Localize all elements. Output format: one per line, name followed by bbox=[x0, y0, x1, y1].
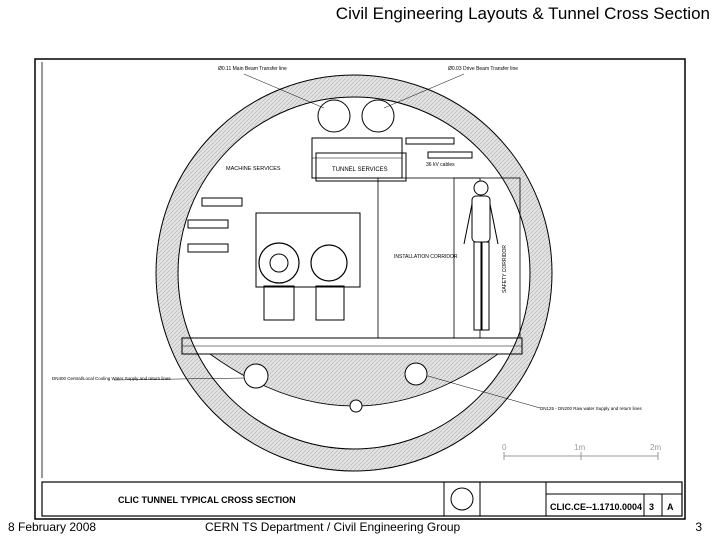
scale-label-2: 2m bbox=[650, 443, 661, 452]
drive-beam-leader bbox=[383, 73, 465, 109]
footer-organisation: CERN TS Department / Civil Engineering G… bbox=[205, 520, 461, 534]
module-frame bbox=[255, 212, 361, 288]
safety-corridor-label: SAFETY CORRIDOR bbox=[502, 245, 508, 293]
main-beam-label: Ø0.11 Main Beam Transfer line bbox=[218, 66, 287, 72]
raw-water-leader bbox=[427, 375, 541, 409]
title-block bbox=[41, 481, 683, 517]
tunnel-cross-section-drawing: TUNNEL SERVICES MACHINE SERVICES INSTALL… bbox=[34, 58, 686, 520]
cable-tray-1 bbox=[405, 137, 455, 145]
safety-corridor-box bbox=[453, 177, 521, 339]
cooling-pipe-left bbox=[243, 363, 269, 389]
drive-beam-pipe bbox=[361, 99, 395, 133]
drawing-index: 3 bbox=[649, 502, 654, 512]
drive-beam-label: Ø0.03 Drive Beam Transfer line bbox=[448, 66, 518, 72]
cable-tray-2 bbox=[427, 151, 473, 159]
cable-label: 36 kV cables bbox=[426, 162, 455, 168]
installation-corridor-label: INSTALLATION CORRIDOR bbox=[394, 254, 458, 260]
person-figure bbox=[463, 180, 499, 331]
raw-water-label: DN125 - DN200 Raw water Supply and retur… bbox=[540, 406, 643, 411]
slide-title: Civil Engineering Layouts & Tunnel Cross… bbox=[335, 4, 710, 23]
cooling-water-label: DN400 Central/Local Cooling Water Supply… bbox=[52, 376, 171, 381]
machine-rack-3 bbox=[187, 243, 229, 253]
tunnel-services-label: TUNNEL SERVICES bbox=[332, 167, 388, 173]
module-support-right bbox=[315, 285, 345, 321]
accelerator-module-inner bbox=[269, 253, 289, 273]
accelerator-module-right bbox=[310, 244, 348, 282]
drawing-number: CLIC.CE--1.1710.0004 bbox=[550, 502, 642, 512]
drain-pipe bbox=[349, 399, 363, 413]
machine-services-label: MACHINE SERVICES bbox=[226, 166, 281, 172]
machine-rack-1 bbox=[201, 197, 243, 207]
footer-date: 8 February 2008 bbox=[8, 520, 97, 534]
tunnel-services-box bbox=[315, 152, 407, 182]
main-beam-pipe bbox=[317, 99, 351, 133]
drawing-rev: A bbox=[667, 502, 674, 512]
page-number: 3 bbox=[695, 520, 702, 534]
module-support-left bbox=[263, 285, 295, 321]
title-block-title: CLIC TUNNEL TYPICAL CROSS SECTION bbox=[118, 495, 296, 505]
cern-logo bbox=[450, 487, 474, 511]
cooling-water-leader bbox=[113, 377, 245, 381]
scale-bar: 0 1m 2m bbox=[502, 443, 661, 460]
main-beam-leader bbox=[243, 73, 325, 109]
scale-label-1: 1m bbox=[574, 443, 585, 452]
scale-label-0: 0 bbox=[502, 443, 507, 452]
accelerator-module-left bbox=[258, 242, 300, 284]
machine-rack-2 bbox=[187, 219, 229, 229]
cooling-pipe-right bbox=[404, 362, 428, 386]
